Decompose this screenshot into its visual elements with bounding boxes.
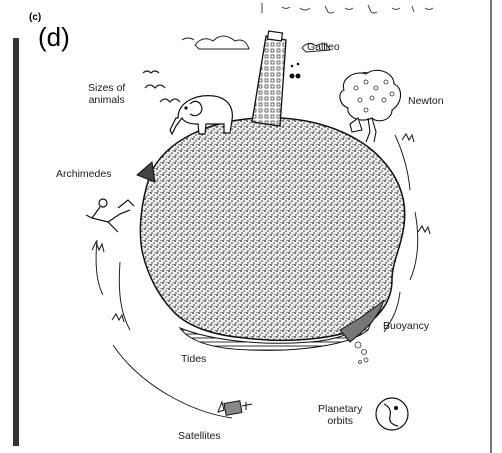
right-scan-border [490,0,492,453]
label-sizes-of-animals: Sizes of animals [88,82,125,106]
label-newton: Newton [408,95,444,107]
panel-label-large: (d) [38,22,70,52]
tower-of-pisa [252,31,286,126]
bubbles [355,342,368,364]
planetary-orbits-figure [376,398,408,430]
left-scan-border [13,38,19,446]
archimedes-ramp [137,162,155,182]
archimedes-figure [86,199,134,232]
label-buoyancy: Buoyancy [383,320,429,332]
label-satellites: Satellites [178,430,221,442]
satellite [218,401,252,416]
birds [143,71,180,102]
top-scan-fragment [262,3,433,13]
label-archimedes: Archimedes [56,168,111,180]
label-planetary-orbits: Planetary orbits [318,403,362,427]
falling-balls [290,63,301,79]
newton-tree [340,70,401,142]
label-tides: Tides [181,353,206,365]
earth-globe [140,118,404,341]
label-galileo: Galileo [307,41,340,53]
